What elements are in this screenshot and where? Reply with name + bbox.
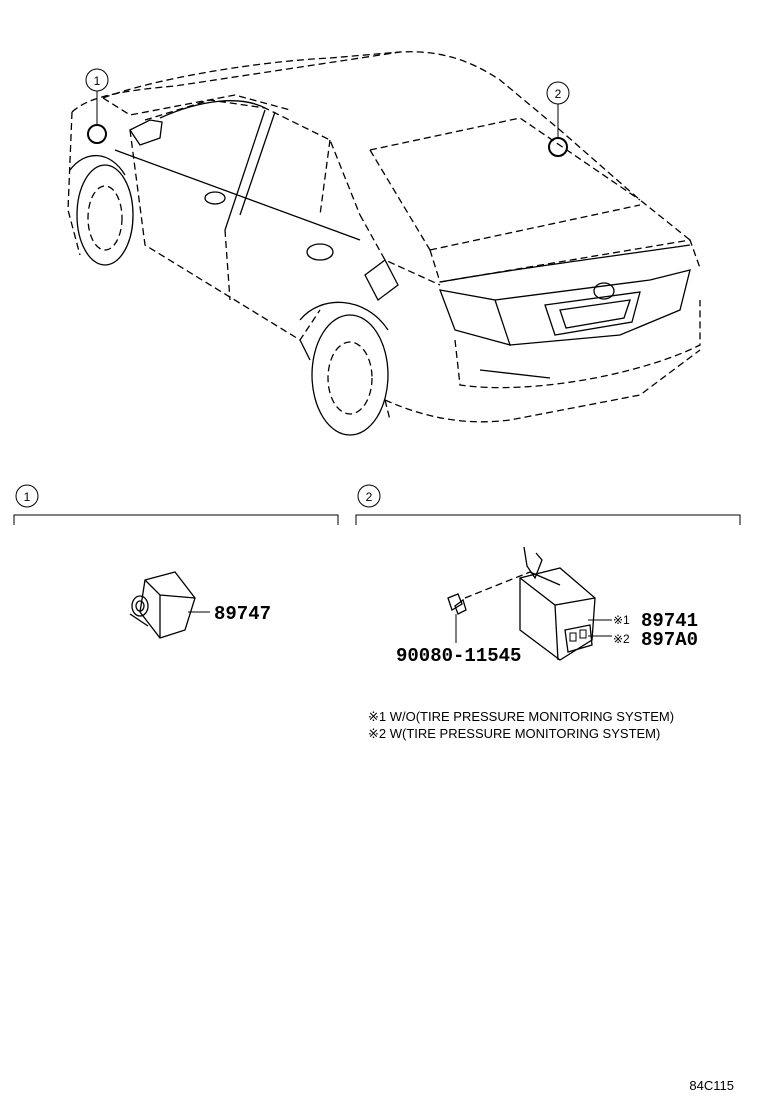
section-2-number: 2 [366, 490, 373, 504]
bolt-part-number: 90080-11545 [396, 645, 521, 667]
car-marker-1-label: 1 [94, 74, 101, 88]
bolt-part [447, 571, 531, 643]
note-without-tpms: ※1 W/O(TIRE PRESSURE MONITORING SYSTEM) [368, 709, 674, 724]
buzzer-part-number: 89747 [214, 603, 271, 625]
receiver-mark-2: ※2 [613, 632, 630, 646]
diagram-code: 84C115 [689, 1078, 734, 1093]
section-1-header: 1 [13, 484, 339, 525]
receiver-part-number-1: 89741 [641, 610, 698, 632]
car-marker-1: 1 [85, 68, 109, 144]
note-with-tpms: ※2 W(TIRE PRESSURE MONITORING SYSTEM) [368, 726, 660, 741]
receiver-mark-1: ※1 [613, 613, 630, 627]
car-illustration [67, 51, 701, 436]
car-marker-2-label: 2 [555, 87, 562, 101]
receiver-part [519, 546, 612, 661]
section-2-header: 2 [355, 484, 741, 525]
receiver-part-number-2: 897A0 [641, 629, 698, 651]
buzzer-part [129, 571, 210, 639]
section-1-number: 1 [24, 490, 31, 504]
car-marker-2: 2 [546, 81, 570, 157]
